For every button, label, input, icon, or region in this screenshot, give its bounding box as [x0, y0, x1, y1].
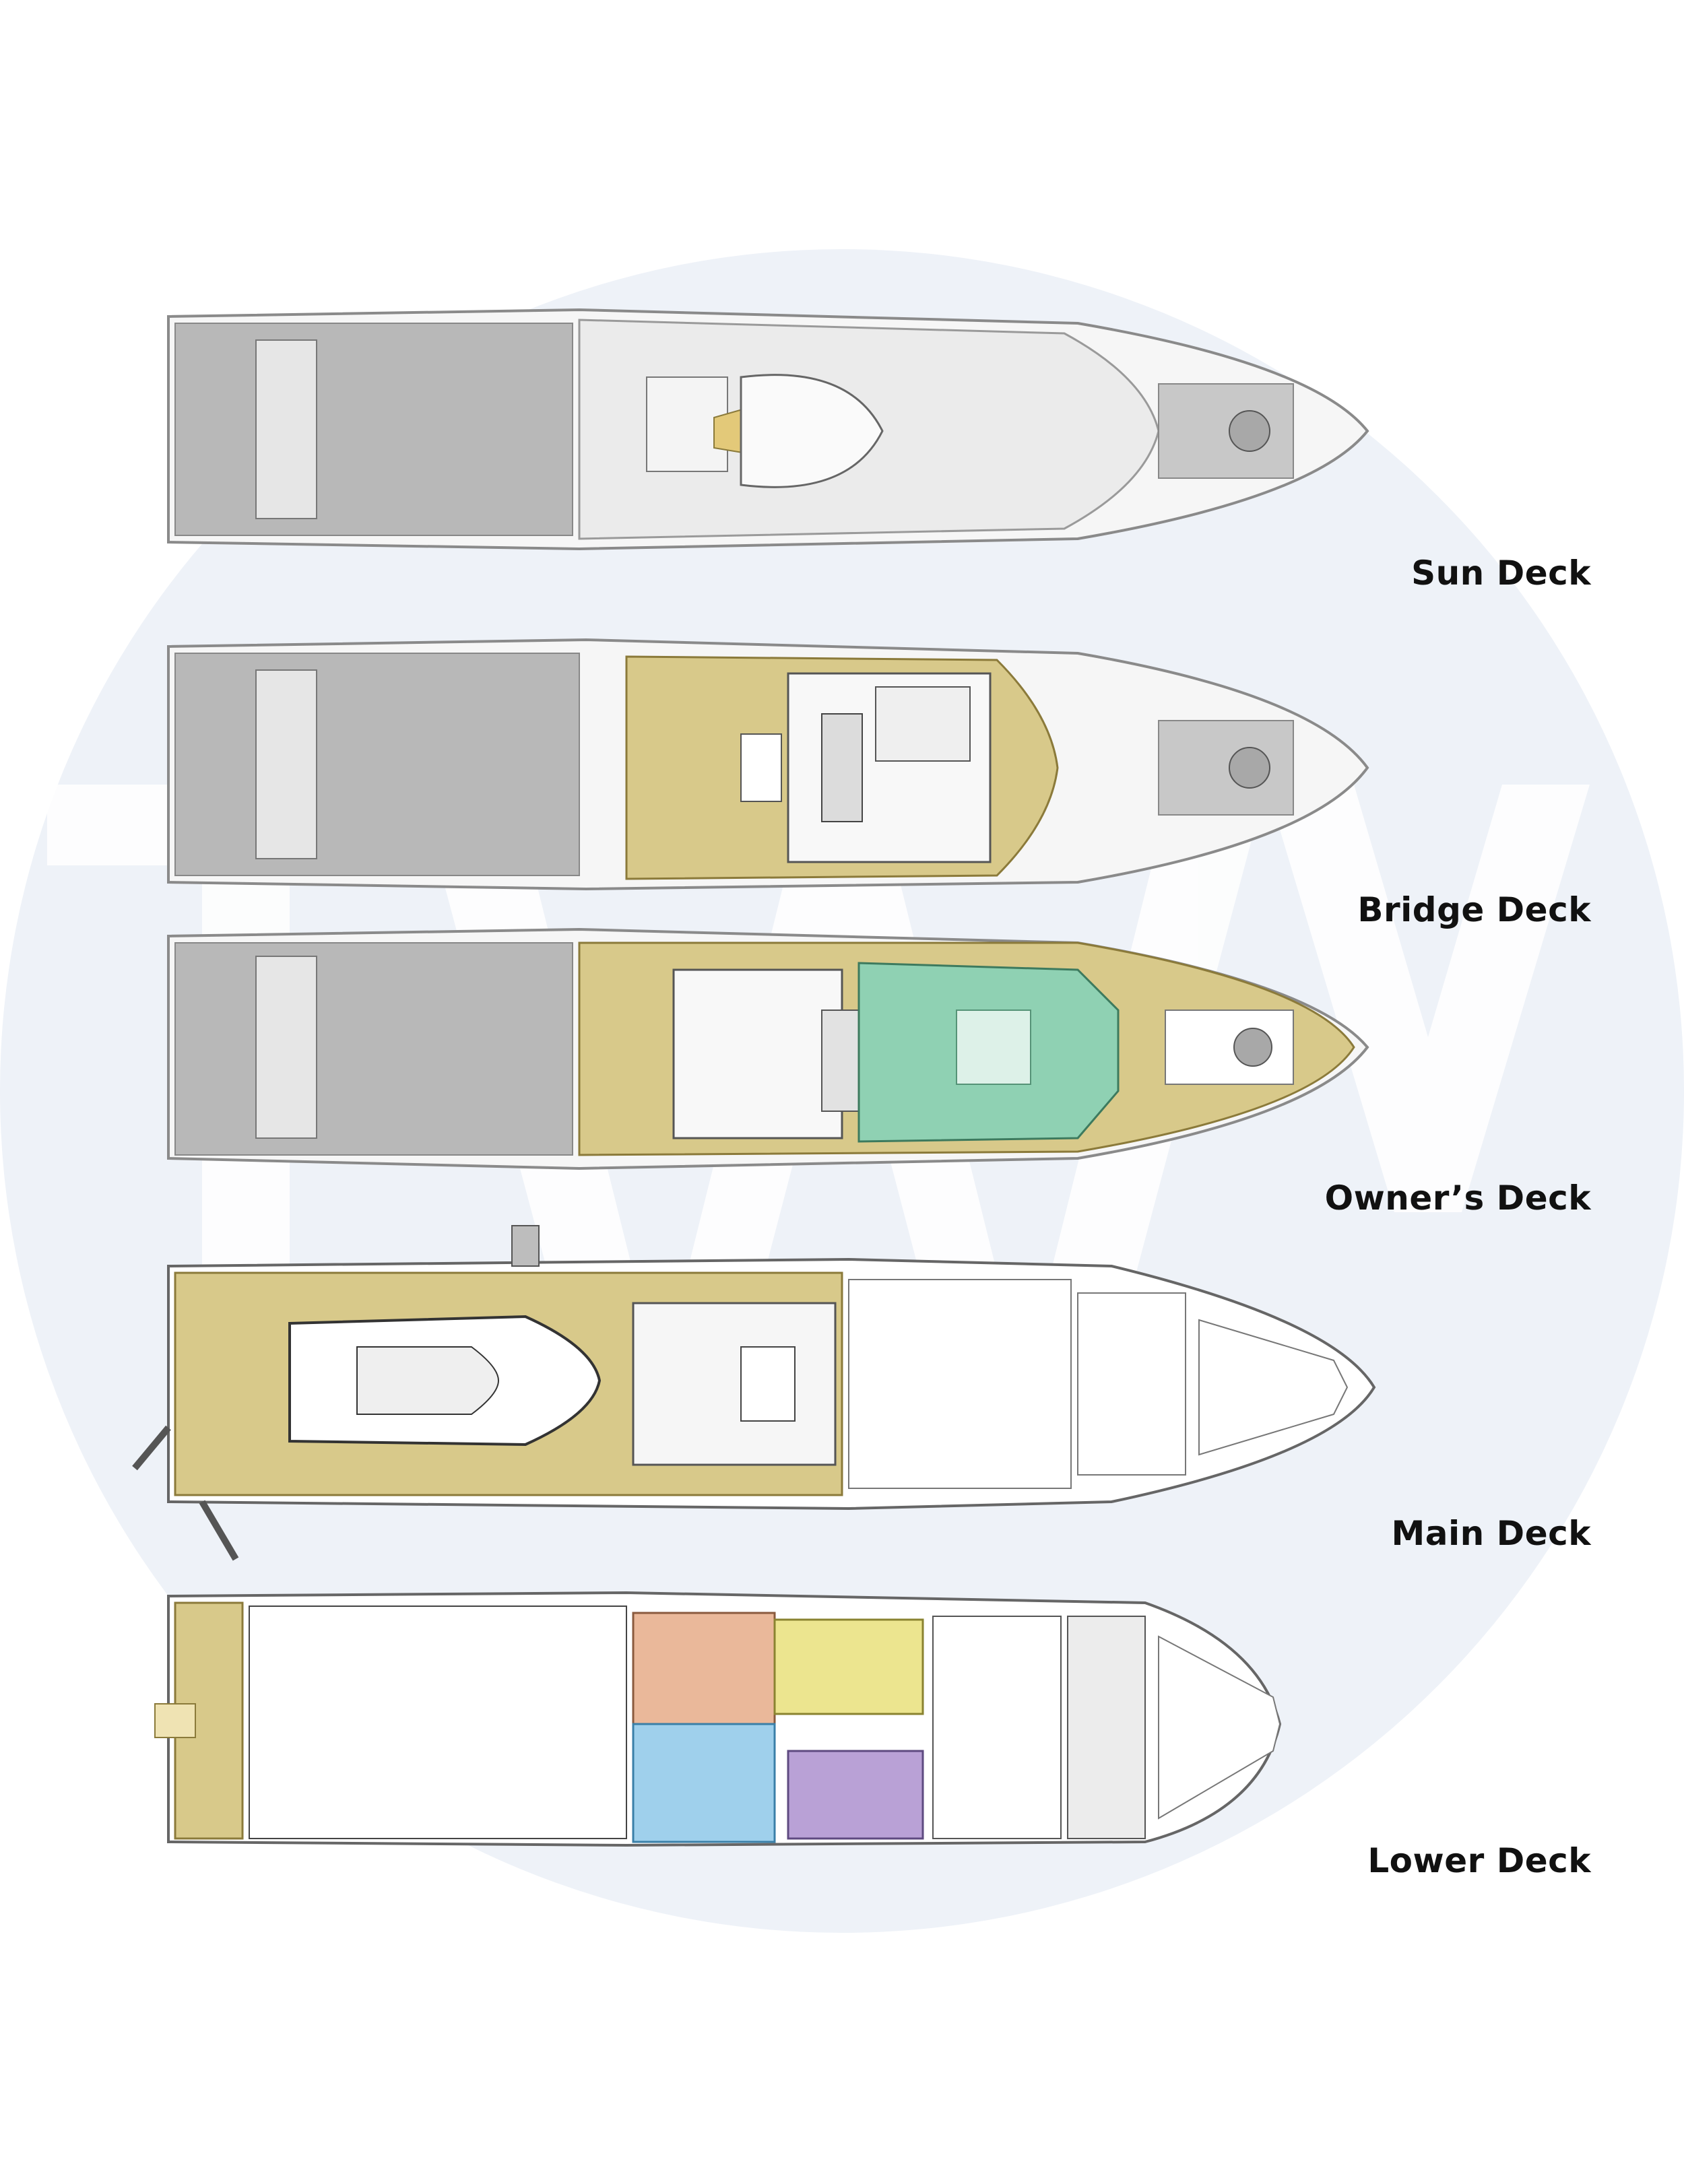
lower-deck-guest-cabin-purple	[787, 1750, 924, 1840]
deck-label-sun: Sun Deck	[1411, 554, 1591, 593]
bridge-deck-captain-cabin	[875, 686, 971, 762]
owners-deck-plan	[167, 927, 1369, 1170]
main-deck-dining-table	[740, 1346, 796, 1422]
owners-deck-fore-lounge	[1165, 1010, 1294, 1085]
bridge-deck-fore-teak	[1158, 720, 1294, 816]
main-deck-crew-area	[1077, 1292, 1186, 1476]
sun-deck-anchor-winch	[1229, 410, 1270, 452]
owners-deck-aft-lounge	[255, 956, 317, 1139]
lower-deck-guest-cabin-blue	[632, 1723, 776, 1843]
lower-deck-vip-cabin	[632, 1612, 776, 1732]
main-deck-plan	[132, 1225, 1376, 1561]
owners-deck-owner-bed	[956, 1010, 1031, 1085]
owners-deck-aft-teak	[174, 942, 573, 1156]
deck-label-owners: Owner’s Deck	[1324, 1179, 1591, 1218]
sun-deck-cockpit	[740, 374, 884, 488]
deck-label-lower: Lower Deck	[1367, 1841, 1591, 1880]
owners-deck-salon	[672, 968, 843, 1139]
lower-deck-bow	[1158, 1635, 1281, 1820]
main-deck-swim-ladder	[199, 1500, 239, 1561]
lower-deck-plan	[154, 1591, 1282, 1847]
main-deck-interior-salon	[632, 1302, 837, 1466]
bridge-deck-lounge-table	[740, 733, 782, 802]
lower-deck-guest-cabin-yellow	[773, 1618, 924, 1715]
sun-deck-aft-lounge	[255, 339, 317, 519]
bridge-deck-anchor-winch	[1229, 747, 1270, 789]
bridge-deck-aft-teak	[174, 653, 580, 876]
main-deck-passarelle	[132, 1425, 171, 1471]
lower-deck-engine-room	[249, 1606, 627, 1839]
lower-deck-boarding-step	[154, 1703, 196, 1738]
sun-deck-aft-teak	[174, 323, 573, 536]
sun-deck-fore-teak	[1158, 383, 1294, 479]
main-deck-tender-console	[356, 1346, 500, 1415]
lower-deck-crew-cabins	[1067, 1616, 1146, 1839]
deck-label-main: Main Deck	[1391, 1514, 1591, 1553]
sun-deck-plan	[167, 308, 1369, 551]
bridge-deck-plan	[167, 638, 1369, 891]
lower-deck-crew-mess	[932, 1616, 1062, 1839]
main-deck-galley	[848, 1279, 1072, 1489]
main-deck-bow	[1198, 1319, 1349, 1456]
bridge-deck-console	[821, 713, 863, 822]
bridge-deck-aft-lounge	[255, 669, 317, 859]
owners-deck-anchor-winch	[1233, 1028, 1272, 1067]
owners-deck-staircase	[821, 1010, 863, 1112]
main-deck-boarding-stair	[511, 1225, 540, 1267]
deck-label-bridge: Bridge Deck	[1357, 890, 1591, 929]
